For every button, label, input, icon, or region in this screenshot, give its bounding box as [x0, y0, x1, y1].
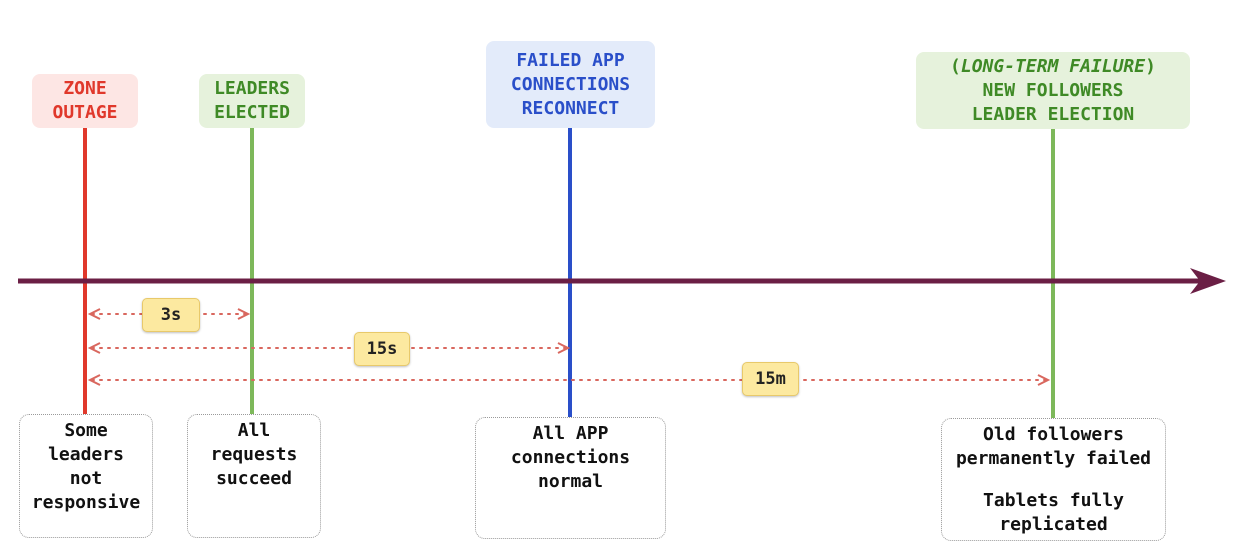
long-term-failure-label: (LONG-TERM FAILURE) NEW FOLLOWERS LEADER… [916, 52, 1190, 129]
long-term-failure-description: Old followers permanently failed Tablets… [941, 418, 1166, 541]
app-reconnect-label: FAILED APP CONNECTIONS RECONNECT [486, 41, 655, 128]
duration-arrow-15s [87, 342, 571, 354]
app-reconnect-label-line3: RECONNECT [521, 97, 620, 119]
desc-line: permanently failed [955, 448, 1152, 469]
zone-outage-label: ZONE OUTAGE [32, 74, 138, 128]
leaders-elected-label: LEADERS ELECTED [199, 74, 305, 128]
desc-line: responsive [31, 492, 141, 513]
leaders-elected-line [250, 128, 254, 416]
long-term-failure-line [1051, 129, 1055, 419]
app-reconnect-label-line1: FAILED APP [516, 49, 625, 71]
app-reconnect-description: All APP connections normal [475, 417, 666, 539]
desc-line: succeed [216, 468, 292, 489]
leaders-elected-label-line1: LEADERS [214, 78, 290, 99]
duration-arrow-15m [87, 374, 1051, 386]
duration-arrow-3s [87, 308, 251, 320]
desc-line: All APP [532, 423, 609, 444]
desc-line: requests [210, 444, 298, 465]
desc-line: not [69, 468, 103, 489]
desc-line: replicated [999, 514, 1108, 535]
timeline-arrowhead [1190, 268, 1226, 294]
zone-outage-label-line1: ZONE [63, 78, 107, 99]
desc-line: normal [537, 471, 604, 492]
app-reconnect-line [568, 128, 572, 418]
leaders-elected-description: All requests succeed [187, 414, 321, 538]
long-term-failure-label-line3: LEADER ELECTION [971, 103, 1135, 125]
desc-line: Tablets fully [983, 490, 1124, 511]
zone-outage-line [83, 128, 87, 416]
long-term-failure-label-line2: NEW FOLLOWERS [982, 79, 1124, 101]
leaders-elected-label-line2: ELECTED [214, 102, 290, 123]
duration-badge-3s: 3s [142, 298, 200, 332]
zone-outage-description: Some leaders not responsive [19, 414, 153, 538]
duration-badge-15m: 15m [742, 362, 799, 396]
zone-outage-label-line2: OUTAGE [52, 102, 118, 123]
desc-line: Some [64, 420, 108, 441]
desc-line: connections [510, 447, 631, 468]
long-term-failure-label-line1: (LONG-TERM FAILURE) [916, 55, 1190, 79]
paren-open: ( [950, 55, 961, 77]
paren-close: ) [1145, 55, 1156, 77]
duration-badge-15s: 15s [354, 332, 410, 366]
desc-line: Old followers [983, 424, 1124, 445]
app-reconnect-label-line2: CONNECTIONS [510, 73, 631, 95]
long-term-emphasis: LONG-TERM FAILURE [960, 55, 1146, 77]
desc-line: All [237, 420, 271, 441]
desc-line: leaders [48, 444, 124, 465]
